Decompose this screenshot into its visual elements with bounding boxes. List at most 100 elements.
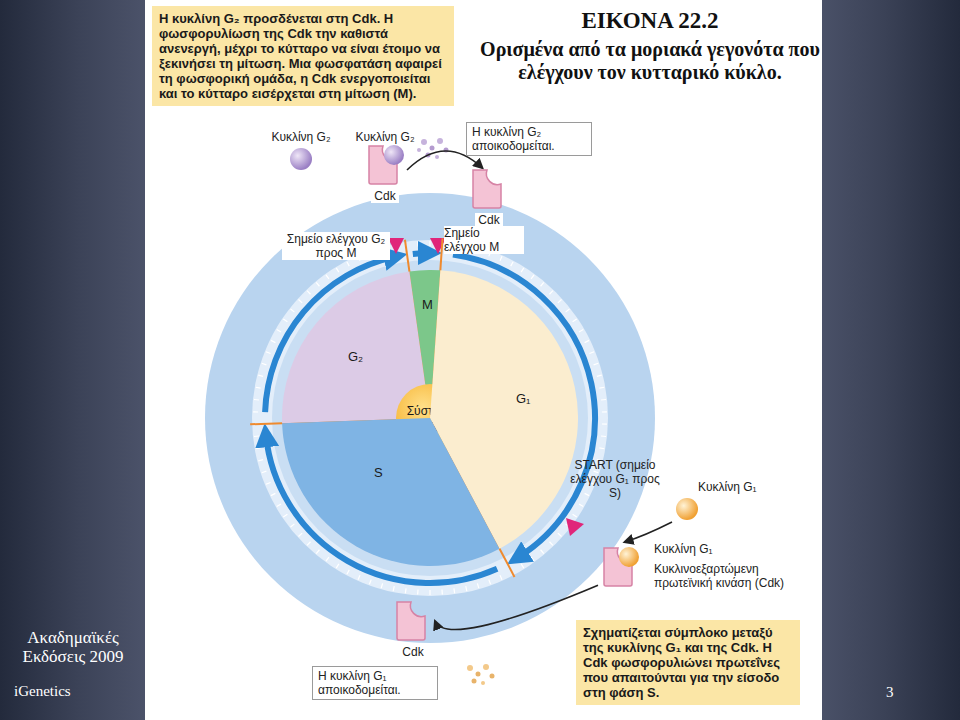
node-shape: Κυκλίνη G₂Cdk [340, 130, 430, 204]
dial-tick [573, 319, 577, 322]
dial-tick [594, 363, 599, 365]
dial-tick [549, 291, 552, 295]
dial-tick [585, 493, 589, 495]
dial-tick [266, 352, 271, 354]
dial-tick [602, 423, 607, 424]
cdk-shape [391, 600, 435, 642]
dial-tick [283, 514, 287, 517]
dial-tick [601, 435, 606, 437]
checkpoint-label: START (σημείο ελέγχου G₁ προς S) [566, 458, 664, 500]
dial-tick [521, 268, 524, 272]
dial-tick [429, 241, 430, 246]
publisher-footer: Ακαδημαϊκές Εκδόσεις 2009 [8, 628, 138, 666]
dial-tick [326, 275, 329, 279]
cyclin-sphere [288, 146, 314, 172]
ring-arrow [266, 435, 497, 583]
dial-tick [256, 387, 261, 389]
sector-wedge [430, 270, 578, 548]
cyclin-label: Κυκλίνη G₂ [266, 130, 336, 144]
node-shape: Σύστημα ελέγχου [394, 382, 466, 454]
complex-labels: Κυκλίνη G₁ Κυκλινοεξαρτώμενη πρωτεϊνική κ… [654, 542, 820, 590]
cyclin-label: Κυκλίνη G₁ [672, 480, 800, 494]
dial-tick [347, 262, 349, 266]
node-shape: Κυκλίνη G₂ [266, 130, 336, 172]
dial-tick [258, 375, 263, 376]
dial-tick [298, 300, 302, 303]
dial-tick [307, 291, 310, 295]
dial-tick [599, 387, 604, 389]
cyclin-sphere [674, 496, 700, 522]
dial-tick [477, 583, 478, 588]
complex-label: Κυκλίνη G₁ [654, 542, 820, 556]
checkpoint-line [432, 238, 442, 384]
checkpoint-line [405, 240, 425, 385]
dial-tick [541, 550, 544, 554]
dial-tick [579, 330, 583, 333]
dial-tick [453, 588, 455, 593]
dial-tick [521, 564, 524, 568]
checkpoint-line [250, 419, 396, 424]
phase-label: S [374, 466, 383, 480]
dial-tick [599, 447, 604, 449]
dial-inner [272, 260, 588, 576]
phase-label: G₂ [348, 350, 363, 364]
dial-tick [417, 241, 419, 246]
cdk-shape [467, 168, 511, 210]
control-text-wrap: Σύστημα ελέγχου [398, 382, 462, 454]
dial-tick [307, 542, 310, 546]
checkpoint-marker [566, 518, 584, 536]
note-text: Η κυκλίνη G₂ προσδένεται στη Cdk. Η φωσφ… [159, 11, 447, 101]
label-text: Η κυκλίνη G₁ αποικοδομείται. [318, 669, 432, 697]
dial-tick [326, 557, 329, 561]
outer-ring [205, 193, 655, 643]
dial-tick [254, 399, 259, 401]
dial-tick [500, 256, 502, 261]
node-shape: Cdk [466, 168, 512, 228]
dial-tick [579, 504, 583, 507]
cyclin-sphere [384, 145, 404, 165]
control-label: Σύστημα ελέγχου [398, 404, 462, 432]
sector-wedge [282, 418, 499, 566]
dial-tick [429, 590, 430, 595]
complex-label: Κυκλινοεξαρτώμενη πρωτεϊνική κινάση (Cdk… [654, 562, 820, 590]
dial-tick [566, 309, 570, 312]
degraded-cyclin [417, 138, 449, 159]
cdk-protein [473, 170, 501, 208]
dial-tick [291, 524, 295, 527]
node-shape: Κυκλίνη G₁ Κυκλινοεξαρτώμενη πρωτεϊνική κ… [598, 542, 820, 596]
dial-tick [558, 533, 562, 536]
dial-tick [531, 275, 534, 279]
dial-tick [381, 583, 382, 588]
dial-tick [500, 575, 502, 580]
dial-tick [258, 460, 263, 461]
dial-tick [277, 504, 281, 507]
figure-caption: Ορισμένα από τα μοριακά γεγονότα που ελέ… [480, 38, 820, 84]
dial-tick [585, 340, 589, 342]
dial-ticks [253, 241, 607, 595]
cdk-shape [363, 144, 407, 186]
control-disc [396, 384, 464, 452]
dial-tick [271, 340, 275, 342]
checkpoint-line [446, 448, 515, 577]
page-number: 3 [886, 684, 916, 701]
cyclin-ball [290, 148, 312, 170]
checkpoint-label: Σημείο ελέγχου M [444, 226, 524, 254]
dial-tick [549, 542, 552, 546]
dial-tick [602, 411, 607, 412]
dial-tick [336, 268, 339, 272]
dial-tick [262, 471, 267, 473]
cdk-label: Cdk [399, 645, 426, 659]
dial-tick [589, 352, 594, 354]
cyclin-sphere [619, 547, 639, 567]
dial-tick [417, 590, 419, 595]
book-footer: iGenetics [14, 683, 134, 700]
label-text: Η κυκλίνη G₂ αποικοδομείται. [472, 125, 586, 153]
dial-tick [347, 570, 349, 574]
connector-arrow [625, 522, 672, 542]
dial-tick [489, 580, 491, 585]
dial-tick [441, 590, 443, 595]
phase-label: G₁ [516, 392, 531, 406]
dial-tick [466, 586, 467, 591]
